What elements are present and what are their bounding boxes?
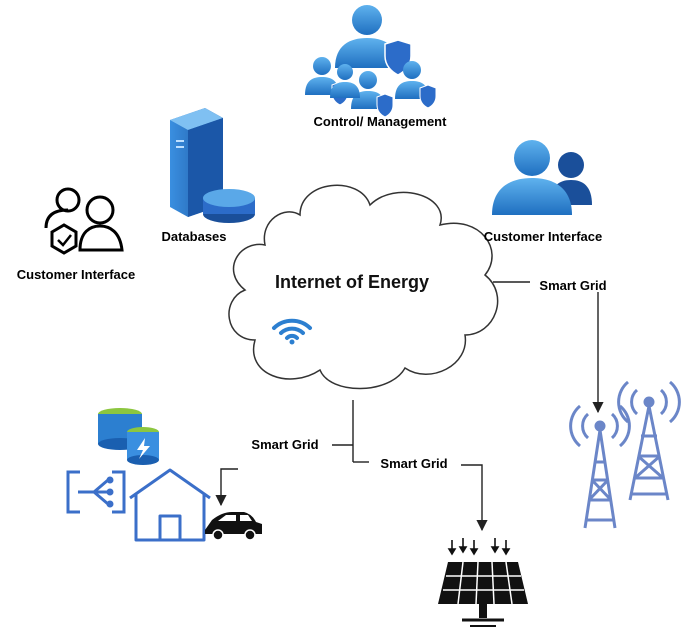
customer-interface-right-label: Customer Interface bbox=[484, 229, 602, 244]
customer-interface-left-label: Customer Interface bbox=[17, 267, 135, 282]
control-management-icon bbox=[305, 5, 437, 118]
energy-storage-icon bbox=[98, 408, 159, 465]
house-icon bbox=[129, 468, 211, 542]
customer-interface-outline-icon bbox=[44, 187, 124, 255]
databases-label: Databases bbox=[161, 229, 226, 244]
smart-grid-label-car: Smart Grid bbox=[251, 437, 318, 452]
smart-grid-label-towers: Smart Grid bbox=[539, 278, 606, 293]
cloud-title: Internet of Energy bbox=[275, 272, 429, 292]
electric-car-icon bbox=[205, 512, 262, 541]
database-cylinder-icon bbox=[203, 189, 255, 223]
wifi-icon bbox=[272, 318, 312, 345]
connection-lines bbox=[215, 281, 604, 532]
connector-to-car bbox=[215, 468, 238, 507]
telecom-towers-icon bbox=[569, 380, 681, 529]
sun-rays-icon bbox=[447, 538, 511, 556]
cloud-shape: Internet of Energy bbox=[228, 184, 499, 390]
control-management-label: Control/ Management bbox=[314, 114, 448, 129]
customer-interface-blue-icon bbox=[492, 140, 592, 215]
grid-integration-icon bbox=[66, 470, 126, 514]
connector-to-solar bbox=[461, 464, 488, 532]
smart-grid-label-solar: Smart Grid bbox=[380, 456, 447, 471]
solar-panel-icon bbox=[438, 561, 528, 627]
